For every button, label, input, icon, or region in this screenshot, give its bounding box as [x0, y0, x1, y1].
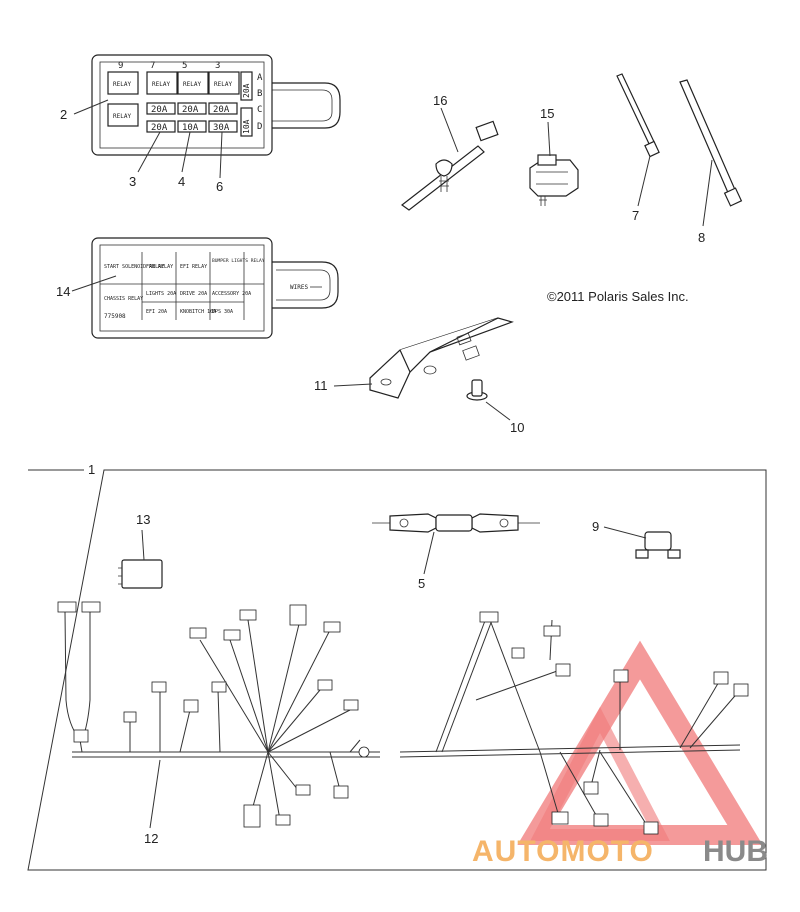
card-cell: KNOBITCH 10A [180, 309, 216, 315]
relay-label: RELAY [113, 113, 131, 120]
callout-6: 6 [216, 179, 223, 194]
fuse-rating: 20A [151, 123, 168, 133]
copyright-text: ©2011 Polaris Sales Inc. [547, 289, 689, 304]
connector-clip [529, 121, 579, 206]
callout-8: 8 [698, 230, 705, 245]
column-number: 9 [118, 61, 123, 71]
harness-connectors-left [57, 601, 370, 828]
callout-3: 3 [129, 174, 136, 189]
row-letter: D [257, 122, 262, 132]
card-cell: FAN RELAY [146, 264, 173, 270]
callout-15: 15 [540, 106, 554, 121]
callout-5: 5 [418, 576, 425, 591]
fuse-label-card: START SOLENOID RELAY FAN RELAY EFI RELAY… [71, 237, 339, 339]
callout-4: 4 [178, 174, 185, 189]
card-wires-text: WIRES [290, 284, 308, 291]
fuse-rating: 30A [213, 123, 230, 133]
row-letter: B [257, 89, 262, 99]
callout-10: 10 [510, 420, 524, 435]
card-part-number: 775908 [104, 313, 126, 320]
maxi-fuse [603, 526, 681, 559]
fuse-rating: 20A [213, 105, 230, 115]
cable-tie-8 [679, 79, 743, 227]
callout-14: 14 [56, 284, 70, 299]
column-number: 7 [150, 61, 155, 71]
wiring-harness-left [64, 611, 380, 821]
watermark-text-left: AUTOMOTO [472, 835, 654, 868]
column-number: 3 [215, 61, 220, 71]
fuse-box: RELAY RELAY RELAY RELAY RELAY 9 7 5 3 20… [73, 54, 341, 179]
watermark-text-right: HUB [703, 835, 768, 868]
fuse-rating: 20A [151, 105, 168, 115]
card-cell: DRIVE 20A [180, 291, 207, 297]
callout-13: 13 [136, 512, 150, 527]
card-cell: EFI RELAY [180, 264, 207, 270]
fuse-rating: 20A [182, 105, 199, 115]
watermark-logo [517, 640, 763, 845]
card-cell: ACCESSORY 20A [212, 291, 251, 297]
cable-tie-clip [400, 107, 499, 211]
fuse-rating: 10A [182, 123, 199, 133]
side-fuse-rating: 10A [242, 119, 251, 134]
callout-11: 11 [314, 378, 328, 393]
callout-2: 2 [60, 107, 67, 122]
inline-fuse-holder [372, 513, 540, 575]
row-letter: A [257, 73, 263, 83]
mounting-bracket [333, 317, 514, 399]
callout-7: 7 [632, 208, 639, 223]
relay-label: RELAY [152, 81, 170, 88]
card-cell: EPS 30A [212, 309, 233, 315]
card-cell: START SOLENOID RELAY [104, 264, 164, 270]
column-number: 5 [182, 61, 187, 71]
callout-12: 12 [144, 831, 158, 846]
harness-connectors-right [479, 611, 749, 835]
callout-1: 1 [88, 462, 95, 477]
callout-16: 16 [433, 93, 447, 108]
relay-label: RELAY [183, 81, 201, 88]
card-cell: LIGHTS 20A [146, 291, 176, 297]
harness-assembly-frame [27, 469, 767, 871]
card-cell: BUMPER LIGHTS RELAY [212, 258, 265, 264]
relay-label: RELAY [113, 81, 131, 88]
relay [118, 529, 163, 589]
side-fuse-rating: 20A [242, 83, 251, 98]
row-letter: C [257, 105, 262, 115]
relay-label: RELAY [214, 81, 232, 88]
card-cell: EFI 20A [146, 309, 167, 315]
cable-tie-7 [616, 73, 660, 207]
card-cell: CHASSIS RELAY [104, 296, 143, 302]
callout-9: 9 [592, 519, 599, 534]
push-rivet [466, 379, 511, 421]
